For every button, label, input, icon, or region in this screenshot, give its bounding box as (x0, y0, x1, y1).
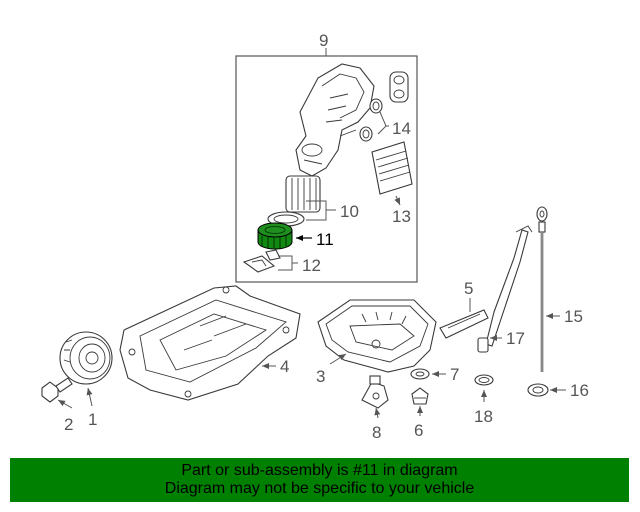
callout-10[interactable]: 10 (340, 202, 359, 221)
oil-filter-housing[interactable] (295, 63, 375, 177)
callout-1[interactable]: 1 (88, 410, 97, 429)
callout-11[interactable]: 11 (316, 230, 334, 249)
housing-seals[interactable] (359, 71, 409, 142)
callout-18[interactable]: 18 (474, 407, 493, 426)
banner-line-disclaimer: Diagram may not be specific to your vehi… (164, 480, 475, 497)
oil-cooler[interactable] (371, 141, 413, 195)
crankshaft-pulley[interactable] (59, 331, 113, 385)
oil-baffle[interactable] (439, 309, 489, 339)
oil-filter-housing-group: 9 14 13 (235, 31, 418, 283)
drain-plug[interactable] (411, 387, 429, 405)
tube-o-ring[interactable] (474, 374, 494, 386)
cap-gasket[interactable] (242, 249, 281, 273)
lower-oil-pan[interactable] (317, 299, 437, 373)
callout-13[interactable]: 13 (392, 207, 411, 226)
callout-6[interactable]: 6 (414, 421, 423, 440)
parts-diagram: 9 14 13 (41, 31, 589, 442)
drain-plug-washer[interactable] (410, 368, 430, 380)
oil-strainer[interactable] (361, 375, 389, 409)
callout-3[interactable]: 3 (316, 367, 325, 386)
callout-4[interactable]: 4 (280, 357, 289, 376)
callout-5[interactable]: 5 (464, 279, 473, 298)
callout-16[interactable]: 16 (570, 381, 589, 400)
callout-8[interactable]: 8 (372, 423, 381, 442)
callout-7[interactable]: 7 (450, 365, 459, 384)
info-banner: Part or sub-assembly is #11 in diagram D… (10, 458, 629, 502)
oil-dipstick[interactable] (536, 206, 548, 372)
callout-9[interactable]: 9 (319, 31, 328, 50)
callout-2[interactable]: 2 (64, 415, 73, 434)
dipstick-seal[interactable] (527, 383, 549, 397)
dipstick-tube[interactable] (477, 225, 533, 353)
banner-line-part: Part or sub-assembly is #11 in diagram (181, 462, 458, 479)
pulley-bolt[interactable] (41, 377, 73, 403)
callout-15[interactable]: 15 (564, 307, 583, 326)
upper-oil-pan[interactable] (119, 285, 301, 401)
callout-14[interactable]: 14 (392, 119, 411, 138)
oil-filter-cap-highlighted[interactable] (257, 222, 293, 250)
callout-12[interactable]: 12 (302, 256, 321, 275)
callout-17[interactable]: 17 (506, 329, 525, 348)
